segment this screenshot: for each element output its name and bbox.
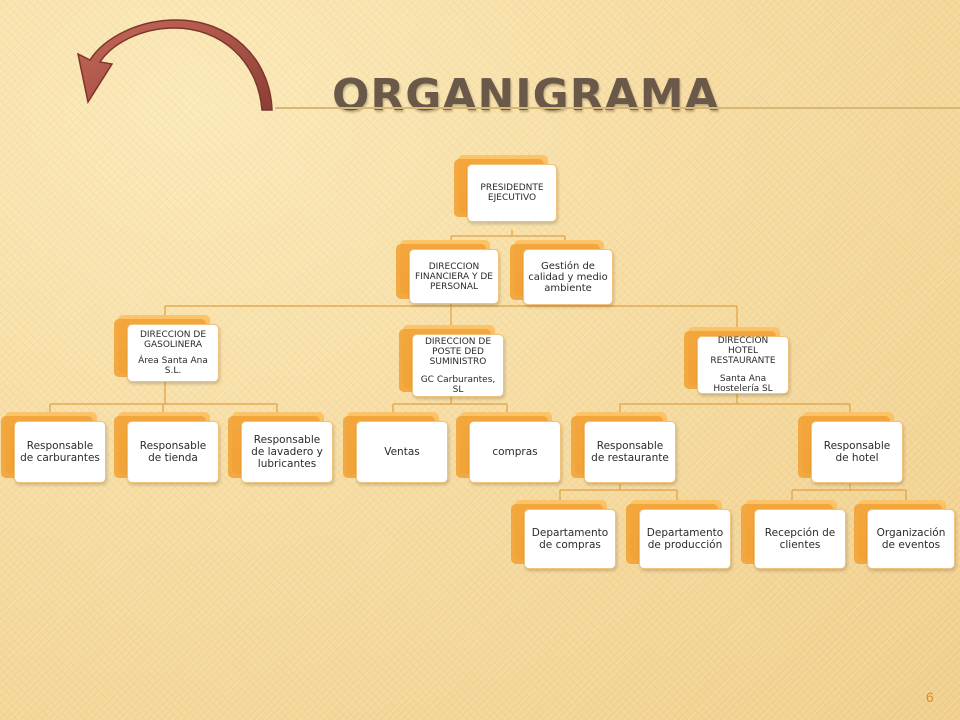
node-organizacion-eventos: Organización de eventos — [854, 500, 955, 569]
curved-arrow-icon — [76, 19, 273, 111]
node-gestion-calidad-label: Gestión de calidad y medio ambiente — [528, 260, 608, 294]
node-direccion-financiera-label: DIRECCION FINANCIERA Y DE PERSONAL — [415, 261, 493, 292]
node-responsable-tienda: Responsable de tienda — [114, 412, 219, 483]
node-responsable-tienda-label: Responsable de tienda — [139, 440, 207, 464]
node-compras-label: compras — [492, 446, 538, 458]
node-direccion-gasolinera: DIRECCION DE GASOLINERA Área Santa Ana S… — [114, 315, 219, 382]
node-departamento-compras: Departamento de compras — [511, 500, 616, 569]
node-responsable-carburantes-label: Responsable de carburantes — [20, 440, 100, 464]
node-direccion-hotel-sub: Santa Ana Hostelería SL — [713, 374, 773, 394]
page-number: 6 — [926, 689, 934, 705]
node-recepcion-clientes: Recepción de clientes — [741, 500, 846, 569]
node-responsable-hotel: Responsable de hotel — [798, 412, 903, 483]
node-responsable-hotel-label: Responsable de hotel — [823, 440, 891, 464]
node-direccion-financiera: DIRECCION FINANCIERA Y DE PERSONAL — [396, 240, 499, 304]
node-direccion-poste-sub: GC Carburantes, SL — [420, 374, 496, 395]
node-departamento-produccion-label: Departamento de producción — [646, 527, 724, 551]
node-responsable-carburantes: Responsable de carburantes — [1, 412, 106, 483]
node-responsable-lavadero: Responsable de lavadero y lubricantes — [228, 412, 333, 483]
node-departamento-compras-label: Departamento de compras — [531, 527, 609, 551]
node-direccion-poste-title: DIRECCION DE POSTE DED SUMINISTRO — [424, 336, 492, 367]
node-direccion-poste: DIRECCION DE POSTE DED SUMINISTRO GC Car… — [399, 325, 504, 397]
node-departamento-produccion: Departamento de producción — [626, 500, 731, 569]
node-responsable-lavadero-label: Responsable de lavadero y lubricantes — [251, 434, 323, 470]
node-compras: compras — [456, 412, 561, 483]
node-recepcion-clientes-label: Recepción de clientes — [764, 527, 836, 551]
node-direccion-hotel: DIRECCION HOTEL RESTAURANTE Santa Ana Ho… — [684, 327, 789, 394]
page-title: ORGANIGRAMA — [332, 70, 720, 121]
node-presidente: PRESIDEDNTE EJECUTIVO — [454, 155, 557, 222]
title-underline — [275, 107, 960, 109]
node-ventas-label: Ventas — [384, 446, 420, 458]
node-direccion-hotel-title: DIRECCION HOTEL RESTAURANTE — [710, 336, 776, 366]
node-gestion-calidad: Gestión de calidad y medio ambiente — [510, 240, 613, 305]
node-direccion-gasolinera-title: DIRECCION DE GASOLINERA — [139, 330, 207, 350]
node-responsable-restaurante-label: Responsable de restaurante — [591, 440, 669, 464]
node-organizacion-eventos-label: Organización de eventos — [876, 527, 946, 551]
node-ventas: Ventas — [343, 412, 448, 483]
node-responsable-restaurante: Responsable de restaurante — [571, 412, 676, 483]
node-direccion-gasolinera-sub: Área Santa Ana S.L. — [138, 356, 208, 376]
node-presidente-label: PRESIDEDNTE EJECUTIVO — [480, 183, 544, 203]
